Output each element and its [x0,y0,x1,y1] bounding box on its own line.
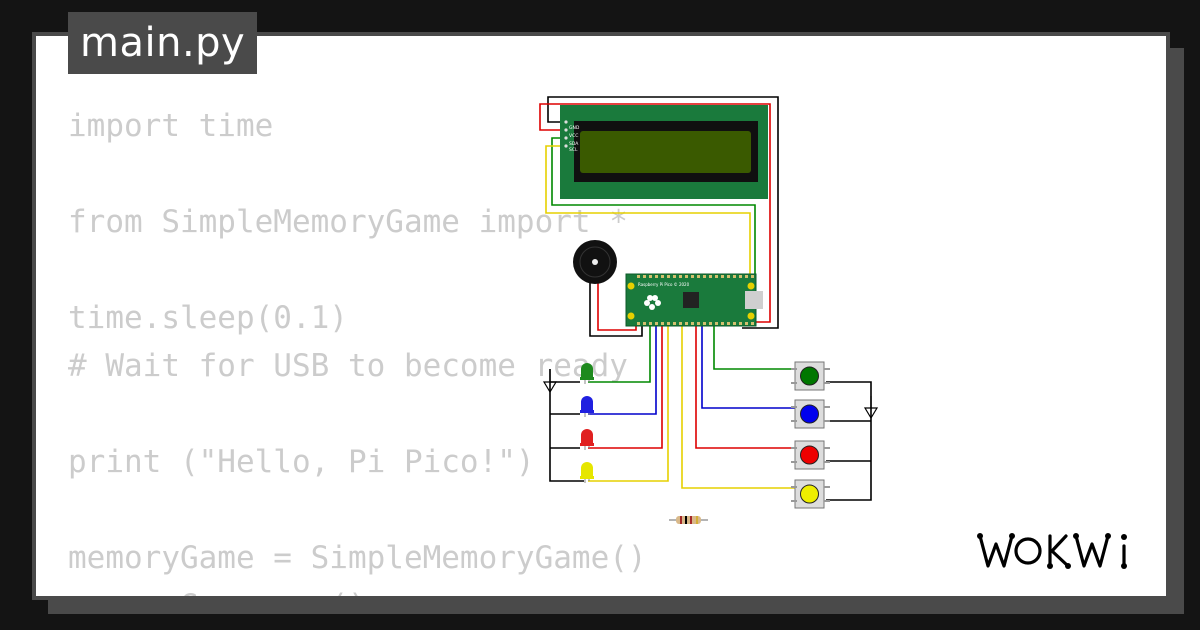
wokwi-logo [977,533,1127,569]
board-label: Raspberry Pi Pico © 2020 [638,282,690,287]
code-line: time.sleep(0.1) [68,300,348,336]
code-line: memoryGame.run() [68,582,647,596]
wires [539,96,872,501]
led[interactable] [580,429,594,450]
lcd-display[interactable]: GND VCC SDA SCL [560,105,768,199]
push-button[interactable] [791,440,830,470]
push-button[interactable] [791,399,830,429]
ground-symbol-icon [863,396,879,420]
ground-symbol-icon [542,369,558,394]
lcd-pin-label: GND [569,125,580,131]
lcd-pin-label: SDA [569,141,579,147]
push-button[interactable] [791,479,830,509]
lcd-pin-label: VCC [569,133,578,139]
code-line: print ("Hello, Pi Pico!") [68,444,535,480]
file-tab[interactable]: main.py [68,12,258,74]
lcd-pin-label: SCL [569,147,578,153]
code-line: import time [68,108,274,144]
led[interactable] [580,396,594,417]
led-group [580,363,594,483]
led[interactable] [580,462,594,483]
button-group [791,361,830,509]
raspberry-pi-pico-board[interactable]: Raspberry Pi Pico © 2020 [625,273,763,327]
raspberry-logo-icon [644,295,661,310]
code-line: memoryGame = SimpleMemoryGame() [68,540,647,576]
led[interactable] [580,363,594,384]
code-line: # Wait for USB to become ready [68,348,628,384]
resistor[interactable] [669,516,708,524]
buzzer[interactable] [573,240,617,284]
push-button[interactable] [791,361,830,391]
